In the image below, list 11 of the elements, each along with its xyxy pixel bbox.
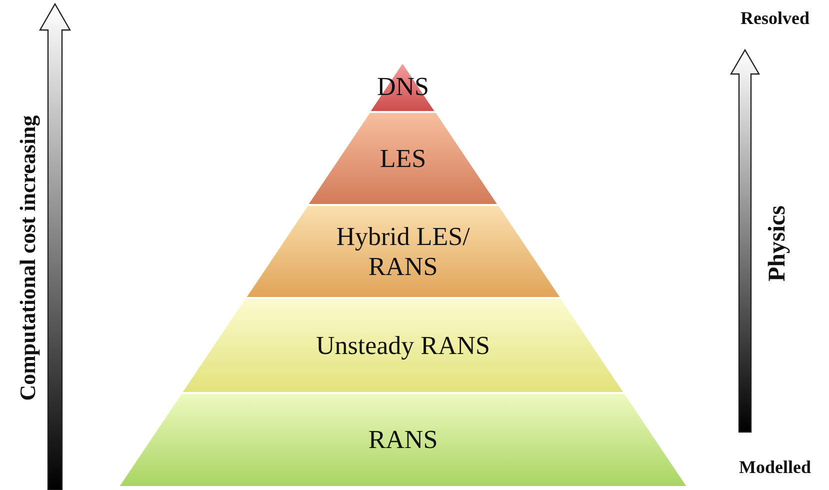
tier-label: LES [378, 144, 428, 174]
scale-end-label: Resolved [740, 8, 810, 28]
scale-end-label: Modelled [739, 456, 811, 478]
tier-label: Hybrid LES/ RANS [335, 222, 471, 282]
axis-title: Computational cost increasing [14, 115, 41, 401]
axis-title: Physics [764, 205, 792, 281]
tier-label: Unsteady RANS [314, 330, 492, 360]
pyramid-tier [118, 393, 688, 487]
tier-label: RANS [367, 425, 439, 455]
pyramid-tier [181, 298, 625, 393]
pyramid-tier [244, 205, 562, 298]
